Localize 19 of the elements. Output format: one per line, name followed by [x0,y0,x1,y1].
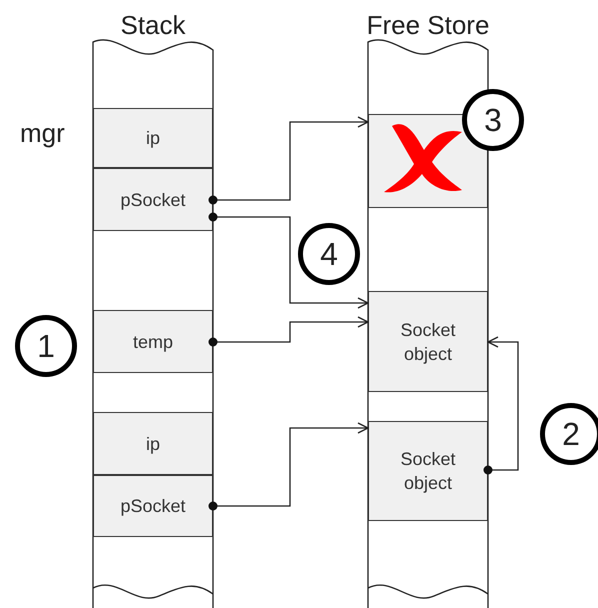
arrow [484,336,519,474]
memory-cell: ip [93,412,213,475]
memory-cell: ip [93,108,213,168]
callout-number: 1 [15,315,77,377]
column-heading: Stack [120,9,186,42]
memory-cell: pSocket [93,168,213,231]
memory-cell: temp [93,310,213,373]
arrow [208,422,369,510]
callout-number: 2 [540,403,598,465]
memory-cell: Socket object [368,291,488,392]
memory-cell: Socket object [368,421,488,521]
arrow [208,316,369,346]
callout-number: 3 [462,89,524,151]
memory-cell: pSocket [93,475,213,537]
variable-name: mgr [20,117,65,150]
arrow [208,212,369,309]
callout-number: 4 [298,223,360,285]
column-heading: Free Store [366,9,490,42]
arrow [208,116,369,204]
